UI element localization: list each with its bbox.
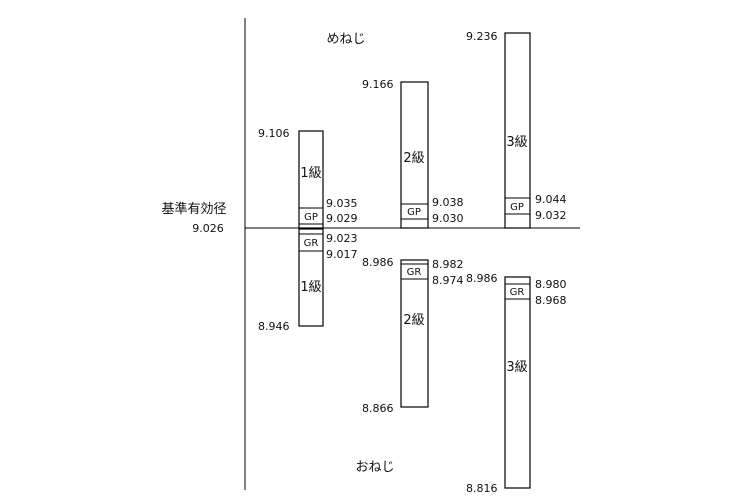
col3-lower-min: 8.816: [466, 482, 498, 495]
col2-gr-label: GR: [407, 267, 422, 278]
col2-gp-label: GP: [407, 207, 421, 218]
col2-lower-grade-label: 2級: [403, 313, 424, 328]
col2-lower-min: 8.866: [362, 402, 394, 415]
col3-gp-lo: 9.032: [535, 209, 567, 222]
col2-gr-hi: 8.982: [432, 258, 464, 271]
col2-gr-lo: 8.974: [432, 274, 464, 287]
reference-label: 基準有効径: [161, 201, 226, 217]
col1-gr-hi: 9.023: [326, 232, 358, 245]
col1-lower-grade-label: 1級: [300, 280, 321, 295]
col1-gr-label: GR: [304, 238, 319, 249]
female-thread-label: めねじ: [326, 32, 365, 47]
col3-gr-hi: 8.980: [535, 278, 567, 291]
col2-gp-hi: 9.038: [432, 196, 464, 209]
col1-gp-lo: 9.029: [326, 212, 358, 225]
col2-upper-grade-label: 2級: [403, 151, 424, 166]
col3-gr-label: GR: [510, 287, 525, 298]
col3-lower-top: 8.986: [466, 272, 498, 285]
col1-gr-lo: 9.017: [326, 248, 358, 261]
col3-lower-box: [504, 276, 531, 489]
col1-gp-hi: 9.035: [326, 197, 358, 210]
col1-upper-max: 9.106: [258, 127, 290, 140]
male-thread-label: おねじ: [355, 460, 394, 475]
col2-lower-box: [400, 259, 429, 408]
col1-upper-box: [298, 130, 324, 229]
col3-gp-label: GP: [510, 202, 524, 213]
col3-gr-lo: 8.968: [535, 294, 567, 307]
col3-lower-grade-label: 3級: [506, 360, 527, 375]
col1-gp-label: GP: [304, 212, 318, 223]
col1-upper-grade-label: 1級: [300, 166, 321, 181]
col3-upper-grade-label: 3級: [506, 135, 527, 150]
col1-lower-box: [298, 228, 324, 327]
col1-lower-min: 8.946: [258, 320, 290, 333]
col2-upper-box: [400, 81, 429, 229]
col3-gp-hi: 9.044: [535, 193, 567, 206]
col3-upper-max: 9.236: [466, 30, 498, 43]
col2-lower-top: 8.986: [362, 256, 394, 269]
reference-value: 9.026: [192, 222, 224, 235]
col2-upper-max: 9.166: [362, 78, 394, 91]
col2-gp-lo: 9.030: [432, 212, 464, 225]
col3-upper-box: [504, 32, 531, 229]
